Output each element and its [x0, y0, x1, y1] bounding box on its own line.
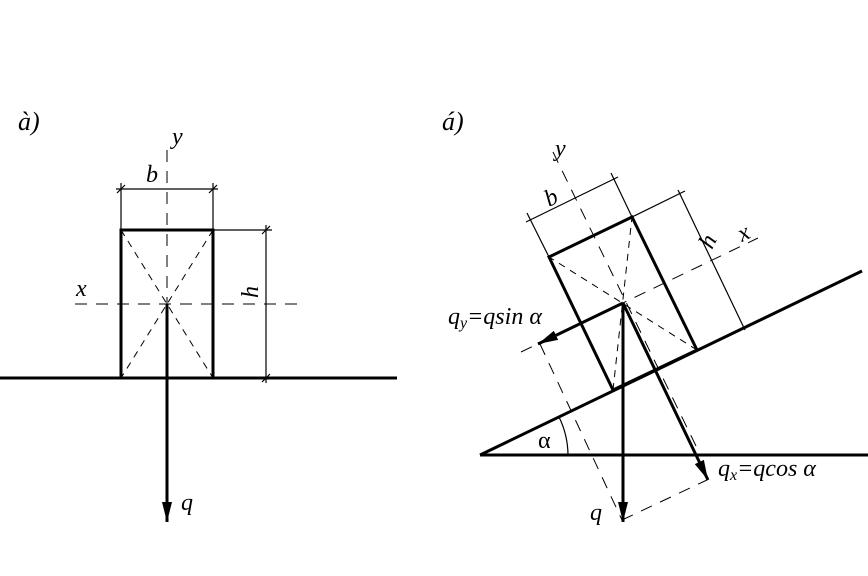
- force-qy-label-b: qy=qsin α: [448, 304, 542, 332]
- force-qy-arrow-b: [537, 301, 624, 346]
- dim-b-label-a: b: [146, 162, 158, 188]
- angle-label-b: α: [538, 428, 551, 454]
- dim-b-tick-right-a: [208, 184, 218, 194]
- panel-a-tag: à): [18, 107, 40, 136]
- block-b-diagonal-2: [548, 256, 698, 351]
- dim-h-line-b: [677, 189, 746, 331]
- x-axis-label-a: x: [75, 276, 87, 302]
- dim-b-line-b: [525, 176, 619, 223]
- block-a-diagonal-1: [120, 229, 214, 379]
- dim-h-tick-bottom-a: [261, 373, 271, 383]
- y-axis-label-a: y: [170, 124, 183, 150]
- dim-h-label-a: h: [238, 286, 264, 298]
- block-a-diagonal-2: [120, 229, 214, 379]
- force-qx-label-b: qx=qcos α: [718, 456, 816, 484]
- dim-h-ext-top-b: [631, 190, 686, 218]
- panel-b-tag: á): [442, 107, 464, 136]
- dim-h-label-b: h: [694, 230, 723, 252]
- panel-a: à) y x b h q: [0, 107, 397, 522]
- y-axis-label-b: y: [553, 136, 566, 162]
- force-q-label-a: q: [181, 490, 193, 516]
- angle-arc-b: [558, 416, 569, 456]
- dim-h-tick-top-a: [261, 225, 271, 235]
- panel-b: á) α y x b h q qx: [442, 107, 868, 526]
- dim-b-label-b: b: [540, 184, 562, 213]
- dim-h-ext-bottom-b: [696, 324, 750, 351]
- force-q-label-b: q: [590, 500, 602, 526]
- decomp-line-2: [621, 479, 708, 521]
- block-b-diagonal-1: [612, 216, 633, 391]
- dim-b-tick-left-a: [116, 184, 126, 194]
- decomp-line-1: [539, 343, 623, 521]
- force-qx-arrow-b: [621, 302, 710, 481]
- dim-b-ext-right-b: [610, 172, 633, 218]
- x-axis-label-b: x: [732, 219, 754, 248]
